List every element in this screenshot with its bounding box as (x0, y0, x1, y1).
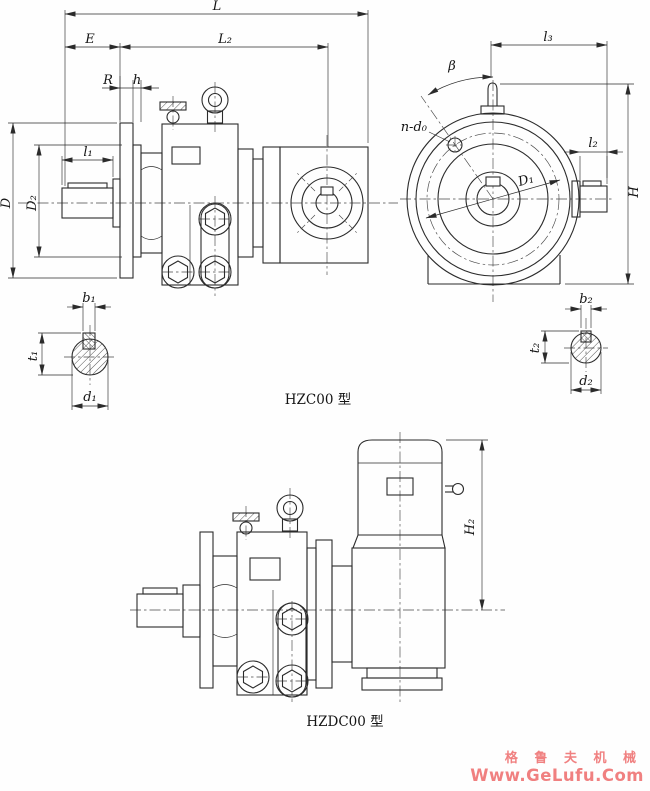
caption-hzdc00: HZDC00 型 (306, 714, 383, 730)
dim-label-H2: H₂ (463, 519, 478, 537)
dim-label-l2: l₂ (588, 136, 597, 151)
dim-label-beta: β (447, 59, 456, 74)
dim-label-D: D (0, 197, 14, 209)
dim-label-d2: d₂ (579, 374, 593, 389)
dim-label-l3: l₃ (543, 30, 552, 45)
caption-hzc00: HZC00 型 (285, 392, 351, 408)
dim-label-L2: L₂ (217, 32, 232, 47)
dim-label-h: h (133, 73, 141, 88)
dim-label-E: E (84, 32, 95, 47)
dim-label-b1: b₁ (82, 291, 96, 306)
dim-label-D2: D₂ (25, 195, 40, 212)
watermark-company-name: 格 鲁 夫 机 械 (504, 750, 642, 766)
output-shaft-section: b₂ t₂ d₂ (528, 292, 608, 394)
dim-label-b2: b₂ (579, 292, 593, 307)
dim-label-nd0: n-d₀ (401, 120, 428, 135)
dim-label-R: R (102, 73, 113, 88)
dim-label-l1: l₁ (83, 145, 92, 160)
input-shaft-section: b₁ t₁ d₁ (26, 291, 116, 410)
dim-label-t1: t₁ (26, 351, 41, 361)
dim-label-t2: t₂ (528, 343, 543, 353)
dim-label-D1: D₁ (515, 171, 535, 190)
watermark: 格 鲁 夫 机 械 Www.GeLufu.Com (470, 750, 644, 785)
hzdc00-view: H₂ (130, 432, 505, 702)
dim-label-d1: d₁ (83, 390, 97, 405)
hzc00-front-view: β n-d₀ D₁ l₂ l₃ H (400, 30, 642, 302)
watermark-website-url: Www.GeLufu.Com (470, 765, 644, 785)
dim-label-H: H (627, 186, 642, 199)
hzc00-side-view: L E L₂ R h l₁ D D₂ (0, 0, 398, 296)
dim-label-L: L (212, 0, 222, 14)
